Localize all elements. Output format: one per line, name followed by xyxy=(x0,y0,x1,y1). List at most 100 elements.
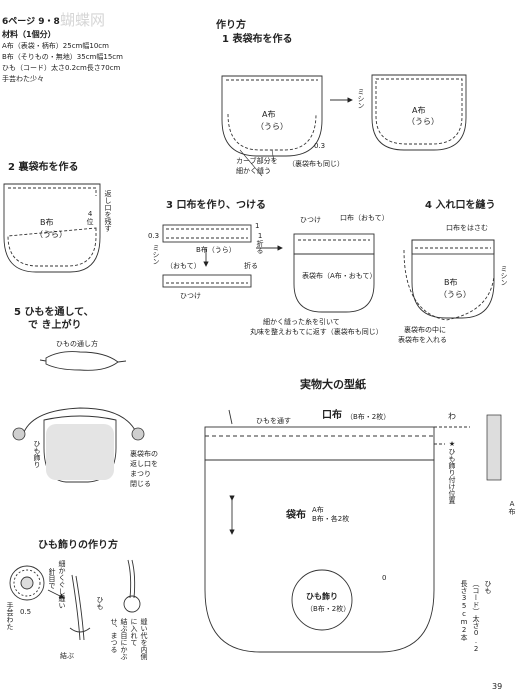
step3-sewing: ミシン xyxy=(152,244,161,265)
step1-note2: 細かく縫う xyxy=(236,167,271,175)
step2-pouch-outline xyxy=(3,183,101,273)
step5-note1: 裏袋布の xyxy=(130,450,158,458)
ornament-circle-stitch xyxy=(13,569,41,597)
pattern-a-fabric: A布 xyxy=(508,500,517,515)
pattern-ornament-circle xyxy=(291,569,353,631)
step1-sewing: ミシン xyxy=(357,88,366,109)
cord-spec-illustration xyxy=(486,414,502,481)
cord-pass-label: ひもの通し方 xyxy=(56,340,98,348)
ornament-note2: に入れて xyxy=(130,618,139,646)
cord-spec-2: （コード）太さ0.2 xyxy=(472,580,481,653)
step2-pouch-stitch xyxy=(7,187,97,267)
pattern-bag-sub1: A布 xyxy=(312,506,324,514)
cord-spec-1: ひも xyxy=(484,580,493,594)
ornament-heading: ひも飾りの作り方 xyxy=(38,540,118,551)
pattern-fold: わ xyxy=(448,412,456,421)
step3-front: （おもて） xyxy=(166,262,201,270)
step3-fold1: 1折る xyxy=(256,232,265,254)
ornament-knot: 結ぶ xyxy=(60,652,74,660)
ornament-note1: 縫い代を内側 xyxy=(140,618,149,660)
step3-note2: 丸味を整えおもてに返す（裏袋布も同じ） xyxy=(250,328,383,336)
material-line-4: 手芸わた少々 xyxy=(2,75,44,83)
ornament-ball-left xyxy=(12,427,26,441)
step5-note3: まつり xyxy=(130,470,151,478)
step2-opening: 返し口を残す xyxy=(104,190,113,232)
page-reference: 6ページ 9・8 xyxy=(2,17,60,27)
pattern-title: 実物大の型紙 xyxy=(300,378,366,391)
step3-mouth-band xyxy=(293,233,375,255)
step2-heading: 2 裏袋布を作る xyxy=(8,162,79,173)
material-line-3: ひも（コード）太さ0.2cm長さ70cm xyxy=(2,64,121,72)
pattern-mouth-sub: （B布・2枚） xyxy=(346,413,391,421)
pattern-zero: 0 xyxy=(382,574,387,582)
step3-outer: 表袋布（A布・おもて） xyxy=(302,272,377,280)
step2-fabric: B布 xyxy=(40,218,54,227)
step1-fabric: A布 xyxy=(262,110,276,119)
pattern-fold-line xyxy=(434,426,470,445)
pattern-ornament-pos: ★ひも飾り付け位置 xyxy=(448,440,457,504)
materials-title: 材料（1個分） xyxy=(2,30,56,39)
step3-seam: 0.3 xyxy=(148,232,160,240)
step2-gap: 4位 xyxy=(86,210,95,225)
cord-path-loop xyxy=(45,351,119,371)
step1-right-pouch xyxy=(371,74,467,151)
material-line-2: B布（そりもの・無地）35cm幅15cm xyxy=(2,53,123,61)
ornament-stitch-2: 針目で xyxy=(48,568,57,589)
step4-bag-outline xyxy=(411,239,495,319)
step5-note2: 返し口を xyxy=(130,460,158,468)
step3-mouth: 口布（おもて） xyxy=(340,214,389,222)
step3-strip-top xyxy=(162,224,252,243)
step3-bag-outline xyxy=(293,253,375,313)
step1-right-fabric: A布 xyxy=(412,106,426,115)
pattern-cord-pass: ひもを通す xyxy=(256,417,291,425)
step1-callout xyxy=(239,149,275,177)
ornament-cord-a xyxy=(71,574,85,641)
step5-ornament: ひも飾り xyxy=(33,440,42,468)
step3-fabric: B布（うら） xyxy=(196,246,236,254)
step1-right-back: （うら） xyxy=(407,117,439,126)
step3-strip-bottom xyxy=(162,274,252,288)
ornament-ball xyxy=(123,595,141,613)
ornament-cord-b xyxy=(127,559,136,599)
ornament-stuff: 手芸わた xyxy=(6,602,15,630)
step4-inner-bag xyxy=(403,249,495,321)
step4-back: （うら） xyxy=(439,290,471,299)
ornament-ball-right xyxy=(131,427,145,441)
material-line-1: A布（表袋・柄布）25cm幅10cm xyxy=(2,42,109,50)
ornament-stitch-1: 細かくぐし縫い xyxy=(58,560,67,609)
step4-mouth: 口布をはさむ xyxy=(446,224,488,232)
pattern-bag-sub2: B布・各2枚 xyxy=(312,515,350,523)
page-number: 39 xyxy=(492,682,503,691)
ornament-arrow xyxy=(47,589,65,599)
step1-pouch-outline xyxy=(221,75,323,157)
step4-heading: 4 入れ口を縫う xyxy=(425,200,496,211)
step4-note1: 裏袋布の中に xyxy=(404,326,446,334)
step1-note3: （裏袋布も同じ） xyxy=(288,160,344,168)
step1-right-stitch xyxy=(375,78,463,145)
step3-fold2: 折る xyxy=(244,262,258,270)
step2-back: （うら） xyxy=(35,230,67,239)
pattern-bag-label: 袋布 xyxy=(286,510,306,521)
pattern-bag-piece xyxy=(204,459,435,653)
step3-cord-top: ひつけ xyxy=(300,216,321,224)
ornament-circle-outer xyxy=(9,565,45,601)
ornament-stuffing xyxy=(20,576,34,590)
step3-one: 1 xyxy=(255,222,260,230)
ornament-note3: 結ぶ目にかぶ xyxy=(120,618,129,660)
pattern-ornament-label: ひも飾り xyxy=(306,592,338,601)
ornament-note4: せ、まつる xyxy=(110,618,119,653)
ornament-size: 0.5 xyxy=(20,608,32,616)
step4-fabric: B布 xyxy=(444,278,458,287)
step4-note2: 表袋布を入れる xyxy=(398,336,447,344)
step5-note4: 閉じる xyxy=(130,480,151,488)
pattern-mouth-label: 口布 xyxy=(322,410,342,421)
finished-bag-cord xyxy=(23,407,137,433)
watermark: 蝴蝶网 xyxy=(60,11,106,29)
how-to-heading: 作り方 xyxy=(216,20,246,31)
step1-note1: カーブ部分を xyxy=(236,157,278,165)
step3-heading: 3 口布を作り、つける xyxy=(166,200,267,211)
pattern-grain-arrow-2 xyxy=(228,409,233,425)
finished-bag-fill xyxy=(46,424,114,480)
step5-heading-b: で き上がり xyxy=(28,320,82,331)
step4-mouth-band xyxy=(411,239,495,255)
